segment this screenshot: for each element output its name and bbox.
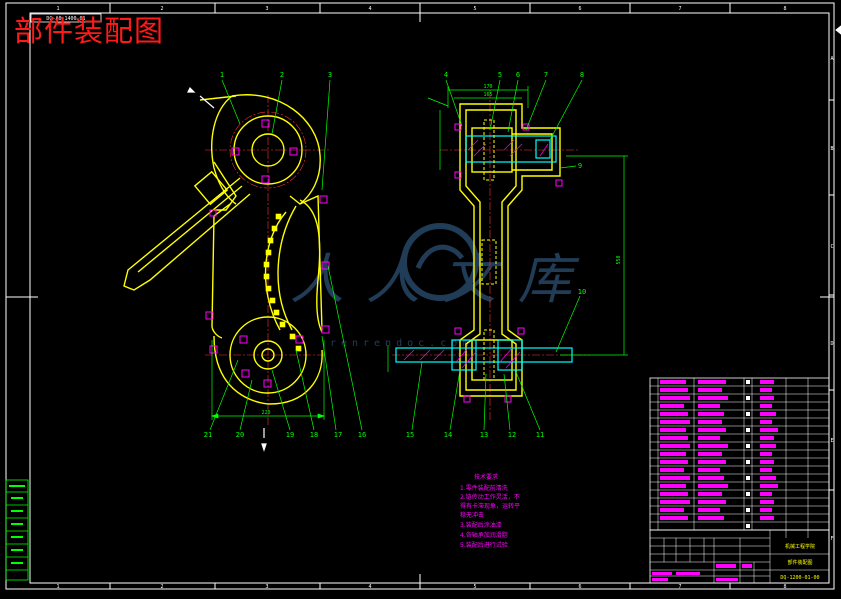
row-letter: A — [830, 56, 833, 62]
section-hatching — [403, 139, 549, 369]
section-leader-lines — [411, 79, 583, 431]
row-letter: E — [830, 438, 833, 444]
balloon-label: 14 — [444, 431, 452, 439]
balloon-label: 20 — [236, 431, 244, 439]
balloon-label: 11 — [536, 431, 544, 439]
drawing-code-box: DQ-A0-1400-01 — [30, 13, 102, 23]
height-dimension-value: 550 — [616, 255, 622, 264]
column-body — [459, 103, 561, 397]
balloon-label: 2 — [280, 71, 284, 79]
width-dimension-value: 220 — [261, 410, 270, 416]
balloon-label: 3 — [328, 71, 332, 79]
front-view: 220 1 2 3 21 20 19 18 17 16 — [123, 71, 366, 452]
balloon-label: 21 — [204, 431, 212, 439]
section-view: 170 165 550 4 5 6 7 8 9 10 15 14 — [387, 71, 628, 439]
column-number: 2 — [160, 584, 163, 590]
leader-lines — [209, 79, 363, 431]
watermark: 人人文库 renrendoc.com — [290, 223, 594, 349]
column-number: 7 — [678, 584, 681, 590]
balloon-label: 18 — [310, 431, 318, 439]
dimension-value: 165 — [483, 92, 492, 98]
dimension-value: 170 — [483, 84, 492, 90]
column-number: 4 — [368, 6, 371, 12]
row-letter: F — [830, 536, 833, 542]
chain — [263, 213, 302, 352]
column-number: 3 — [265, 6, 268, 12]
school-name: 机械工程学院 — [785, 543, 815, 550]
note-line: 5.装配后进行试验 — [460, 541, 508, 549]
upper-housing — [123, 94, 321, 291]
column-number: 3 — [265, 584, 268, 590]
frame-row-letters: A B C D E F — [830, 56, 833, 542]
balloon-label: 6 — [516, 71, 520, 79]
column-number: 6 — [578, 6, 581, 12]
balloon-label: 16 — [358, 431, 366, 439]
drawing-frame — [5, 2, 841, 590]
drawing-title: 部件装配图 — [14, 14, 165, 48]
drawing-number: DQ-1200-01-00 — [780, 575, 819, 581]
column-number: 4 — [368, 584, 371, 590]
column-number: 1 — [56, 584, 59, 590]
bolt-heads — [205, 119, 330, 388]
title-block: 机械工程学院 部件装配图 DQ-1200-01-00 — [649, 529, 830, 584]
column-number: 5 — [473, 6, 476, 12]
balloon-label: 13 — [480, 431, 488, 439]
note-line: 4.各轴承加润滑脂 — [460, 531, 508, 539]
balloon-label: 7 — [544, 71, 548, 79]
balloon-label: 17 — [334, 431, 342, 439]
note-line: 得有卡滞现象，运转平 — [460, 502, 520, 510]
notes-heading: 技术要求 — [474, 473, 498, 481]
width-dimension — [210, 340, 326, 420]
balloon-label: 19 — [286, 431, 294, 439]
watermark-url: renrendoc.com — [330, 338, 473, 349]
technical-notes: 技术要求 1.零件装配前清洗 2.链传动工作灵活，不 得有卡滞现象，运转平 稳无… — [460, 473, 520, 549]
column-number: 8 — [783, 584, 786, 590]
balloon-label: 8 — [580, 71, 584, 79]
drawing-code: DQ-A0-1400-01 — [46, 16, 85, 22]
column-number: 2 — [160, 6, 163, 12]
row-letter: C — [830, 244, 833, 250]
column-number: 7 — [678, 6, 681, 12]
note-line: 稳无冲击 — [460, 511, 484, 519]
frame-column-numbers: 1 2 3 4 5 6 7 8 1 2 3 4 5 6 7 8 — [56, 6, 786, 590]
section-dimensions — [387, 86, 628, 372]
frame-body — [211, 194, 323, 405]
row-letter: D — [830, 341, 833, 347]
margin-register-table — [5, 479, 29, 581]
balloon-label: 4 — [444, 71, 448, 79]
note-line: 2.链传动工作灵活，不 — [460, 493, 520, 501]
balloon-label: 10 — [578, 288, 586, 296]
column-number: 6 — [578, 584, 581, 590]
column-number: 5 — [473, 584, 476, 590]
drawing-name: 部件装配图 — [787, 559, 812, 566]
balloon-label: 5 — [498, 71, 502, 79]
row-letter: B — [830, 146, 833, 152]
note-line: 1.零件装配前清洗 — [460, 484, 508, 492]
balloon-label: 1 — [220, 71, 224, 79]
parts-list — [649, 377, 830, 531]
watermark-text: 人人文库 — [290, 248, 594, 311]
column-number: 1 — [56, 6, 59, 12]
balloon-label: 9 — [578, 162, 582, 170]
balloon-label: 12 — [508, 431, 516, 439]
column-number: 8 — [783, 6, 786, 12]
balloon-label: 15 — [406, 431, 414, 439]
note-line: 3.装配后涂油漆 — [460, 521, 502, 529]
